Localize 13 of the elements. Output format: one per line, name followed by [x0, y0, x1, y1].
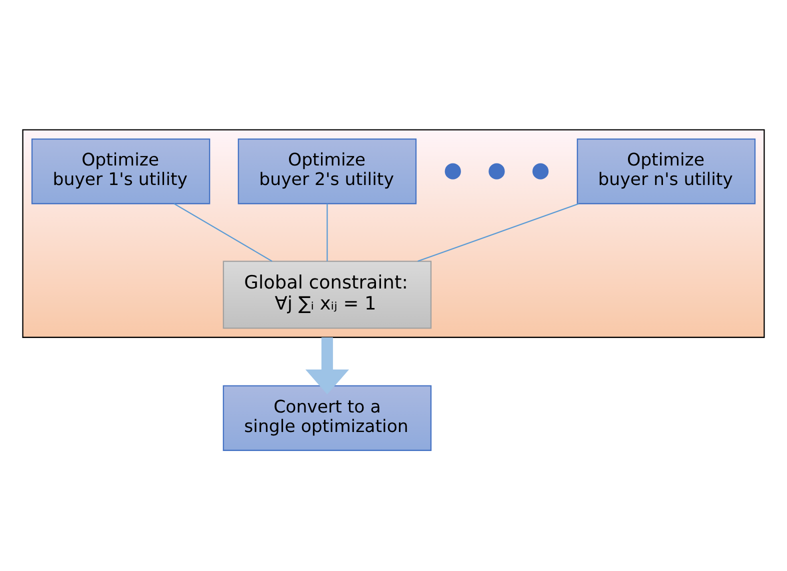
node-circle	[532, 163, 549, 180]
node-box: Optimize buyer 1's utility	[31, 138, 210, 204]
cluster	[22, 129, 765, 338]
node-box: Global constraint: ∀j ∑ᵢ xᵢⱼ = 1	[222, 260, 432, 329]
node-box: Optimize buyer n's utility	[576, 138, 756, 204]
node-box: Convert to a single optimization	[222, 385, 432, 451]
connector	[326, 204, 328, 262]
connector	[174, 203, 272, 262]
node-circle	[444, 163, 461, 180]
connector	[418, 203, 580, 262]
node-circle	[488, 163, 505, 180]
arrow	[305, 337, 349, 394]
node-box: Optimize buyer 2's utility	[238, 138, 417, 204]
